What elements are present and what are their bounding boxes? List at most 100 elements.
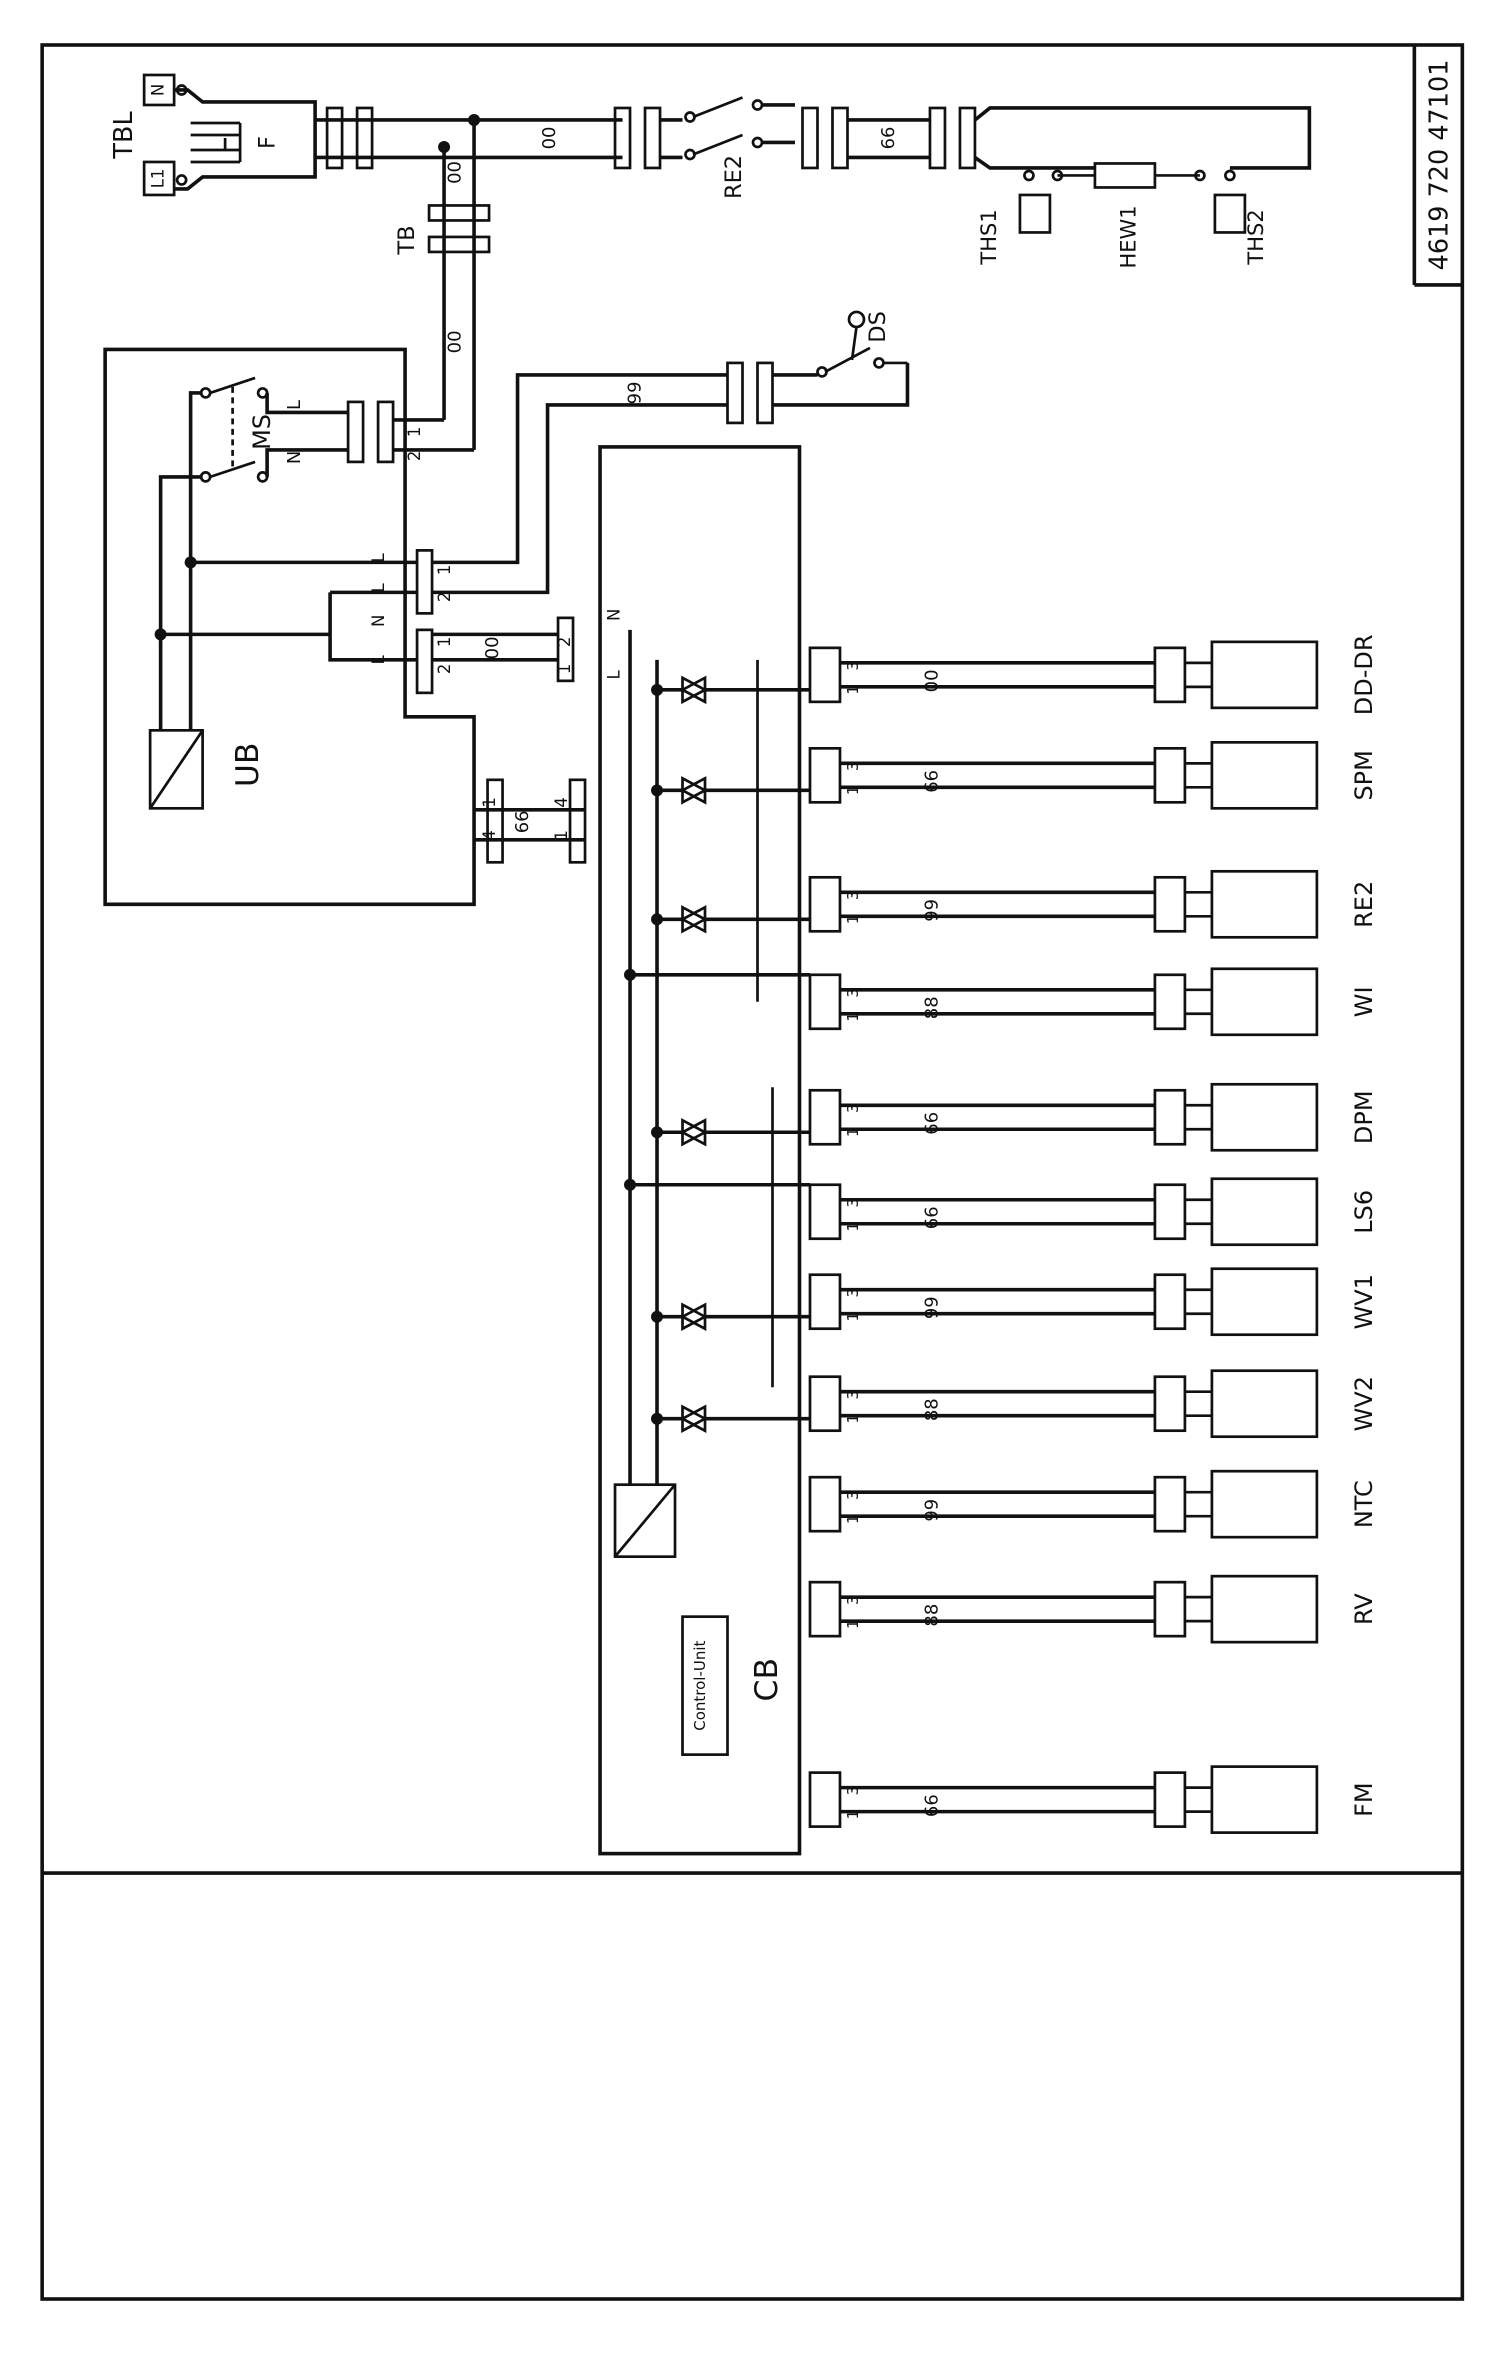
pin-number: 1: [844, 1414, 862, 1424]
neutral-junction: [624, 1178, 810, 1191]
main-switch-ms: MS L N 1 2: [158, 376, 475, 635]
load-connector: [1153, 1273, 1187, 1331]
ub-power-supply-icon: [148, 728, 204, 810]
svg-text:2: 2: [435, 592, 454, 603]
label-f: F: [255, 136, 281, 149]
label-cb: CB: [749, 1658, 785, 1702]
pin-number: 1: [844, 1810, 862, 1820]
connector-tb: TB 00 00: [394, 119, 491, 450]
cb-connector: [808, 875, 842, 933]
thermostat-ths2: [1213, 193, 1247, 234]
pin-number: 3: [844, 762, 862, 772]
svg-text:66: 66: [878, 127, 899, 150]
load-connector: [1153, 1475, 1187, 1533]
cb-connector: [808, 1580, 842, 1638]
svg-text:99: 99: [625, 381, 646, 404]
heater-circuit: THS1 HEW1 THS2: [973, 106, 1312, 269]
pin-number: 3: [844, 1786, 862, 1796]
pin-number: 1: [844, 1222, 862, 1232]
wire-number: 66: [921, 1794, 942, 1817]
label-ths1: THS1: [977, 209, 1001, 265]
board-cb: CB Control-Unit N L: [598, 445, 802, 1856]
triac-driver: [651, 1404, 810, 1433]
svg-text:L: L: [369, 654, 388, 664]
sheet-border: [40, 43, 1465, 2301]
label-ds: DS: [865, 311, 891, 343]
cb-drive-rows: [624, 659, 810, 1433]
load-connector: [1153, 1375, 1187, 1433]
cb-connector: [808, 1475, 842, 1533]
cb-power-supply-icon: [613, 1483, 677, 1559]
terminal-n: [142, 73, 176, 107]
svg-text:1: 1: [435, 637, 454, 648]
door-switch-ds: 99 DS 1 2: [432, 310, 910, 603]
link-ub-cb-00: 00 1 2 2 1: [432, 616, 575, 683]
thermostat-ths1: [1018, 193, 1052, 234]
wire-number: 88: [921, 996, 942, 1019]
pin-number: 1: [844, 1312, 862, 1322]
cb-connector: [808, 1088, 842, 1146]
svg-text:1: 1: [435, 565, 454, 576]
load-label: DD-DR: [1350, 634, 1378, 715]
pin-number: 3: [844, 1288, 862, 1298]
heater-element-hew1: [1093, 162, 1157, 189]
load-connector: [1153, 973, 1187, 1031]
pin-number: 1: [844, 1619, 862, 1629]
load-connector: [1153, 646, 1187, 704]
load-connector: [1153, 1771, 1187, 1828]
cb-connector: [808, 1375, 842, 1433]
cb-connector: [808, 746, 842, 804]
triac-driver: [651, 1302, 810, 1331]
terminal-block-tbl: N L1 TBL: [109, 73, 176, 197]
triac-driver: [651, 905, 810, 934]
load-label: SPM: [1350, 750, 1378, 800]
label-ms: MS: [248, 414, 276, 450]
svg-text:66: 66: [512, 810, 533, 833]
pin-number: 1: [844, 1127, 862, 1137]
load-label: WV2: [1350, 1376, 1378, 1431]
pin-number: 3: [844, 1390, 862, 1400]
load-symbol: [1210, 1574, 1319, 1644]
load-connector: [1153, 746, 1187, 804]
triac-driver: [651, 675, 810, 705]
svg-text:00: 00: [445, 330, 466, 353]
load-label: DPM: [1350, 1090, 1378, 1144]
label-hew1: HEW1: [1116, 205, 1140, 268]
svg-text:N: N: [605, 609, 624, 621]
label-ths2: THS2: [1244, 209, 1268, 265]
pin-number: 1: [844, 786, 862, 796]
label-re2-contact: RE2: [721, 155, 747, 199]
cb-connector: [808, 1273, 842, 1331]
load-connector: [1153, 1183, 1187, 1241]
svg-text:00: 00: [539, 127, 560, 150]
load-label: FM: [1350, 1782, 1378, 1817]
cb-connector: [808, 646, 842, 704]
load-label: WI: [1350, 986, 1378, 1017]
load-symbol: [1210, 740, 1319, 810]
svg-text:4: 4: [552, 797, 571, 808]
wire-number: 66: [921, 1206, 942, 1229]
svg-text:00: 00: [482, 636, 503, 659]
board-ub: UB: [103, 347, 476, 907]
load-label: RV: [1350, 1593, 1378, 1625]
svg-text:1: 1: [555, 664, 574, 675]
wire-number: 88: [921, 1398, 942, 1421]
load-symbol: [1210, 1267, 1319, 1337]
svg-text:L: L: [369, 582, 388, 592]
load-symbol: [1210, 640, 1319, 710]
svg-text:4: 4: [480, 830, 499, 840]
svg-text:1: 1: [552, 830, 571, 840]
cb-connector: [808, 1771, 842, 1828]
drawing-number: 4619 720 47101: [1424, 60, 1454, 271]
label-tb: TB: [394, 225, 420, 255]
ub-bus: L L N L: [160, 549, 434, 695]
svg-text:1: 1: [480, 797, 499, 808]
svg-text:2: 2: [555, 637, 574, 648]
load-symbol: [1210, 1469, 1319, 1539]
